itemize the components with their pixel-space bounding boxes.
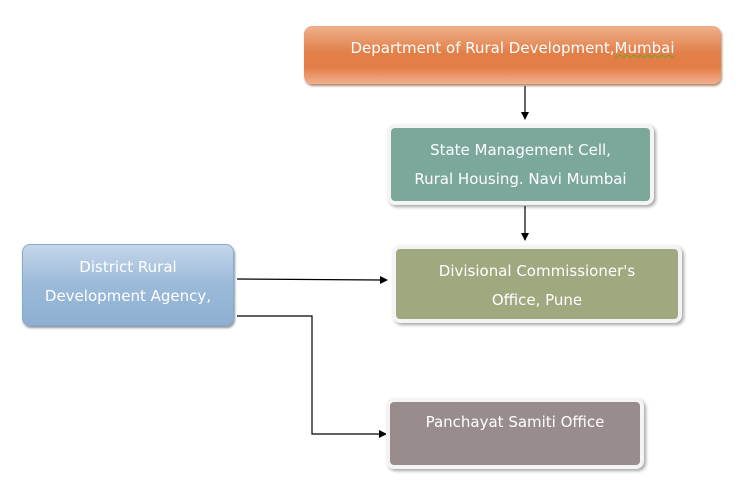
arrow-drda-to-pso — [237, 315, 387, 438]
node-divisional-commissioner-office: Divisional Commissioner's Office, Pune — [392, 245, 682, 323]
node-label-line2: Rural Housing. Navi Mumbai — [414, 170, 627, 188]
node-department-rural-development: Department of Rural Development,Mumbai — [304, 26, 721, 84]
node-panchayat-samiti-office: Panchayat Samiti Office — [386, 398, 644, 469]
arrow-drda-to-dco — [236, 275, 388, 284]
node-label-line1: District Rural — [79, 258, 177, 276]
node-label-line1: Divisional Commissioner's — [438, 262, 636, 280]
node-label-line1: State Management Cell, — [430, 141, 611, 159]
node-label: Panchayat Samiti Office — [425, 413, 605, 431]
node-label-line2: Development Agency, — [44, 287, 212, 305]
node-state-management-cell: State Management Cell, Rural Housing. Na… — [387, 124, 654, 205]
node-district-rural-development-agency: District Rural Development Agency, — [22, 244, 234, 326]
node-label: Department of Rural Development,Mumbai — [350, 39, 675, 57]
node-label-line2: Office, Pune — [491, 291, 583, 309]
